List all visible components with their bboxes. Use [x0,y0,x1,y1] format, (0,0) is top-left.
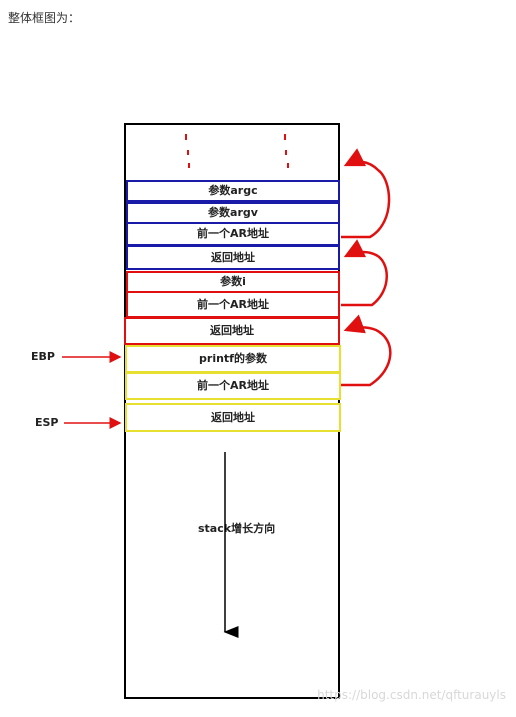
stack-growth-label: stack增长方向 [198,522,276,535]
ellipsis-dot [187,150,189,155]
stack-cell-prev-ar-3: 前一个AR地址 [125,372,341,400]
ar-link-arrow-1 [341,148,391,239]
esp-label: ESP [35,416,59,429]
stack-cell-return-3: 返回地址 [125,403,341,432]
ellipsis-dot [287,163,289,168]
ebp-label: EBP [31,350,55,363]
ar-link-arrow-3 [341,314,392,387]
ellipsis-dot [285,150,287,155]
stack-cell-argc: 参数argc [126,180,340,202]
watermark: https://blog.csdn.net/qfturauyls [317,688,506,702]
ellipsis-dot [185,134,187,140]
ellipsis-dot [284,134,286,140]
ar-link-arrow-2 [341,239,388,307]
intro-text: 整体框图为： [8,11,81,25]
ellipsis-dot [188,163,190,168]
stack-cell-return-2: 返回地址 [124,317,340,345]
stack-cell-return-1: 返回地址 [126,245,340,270]
